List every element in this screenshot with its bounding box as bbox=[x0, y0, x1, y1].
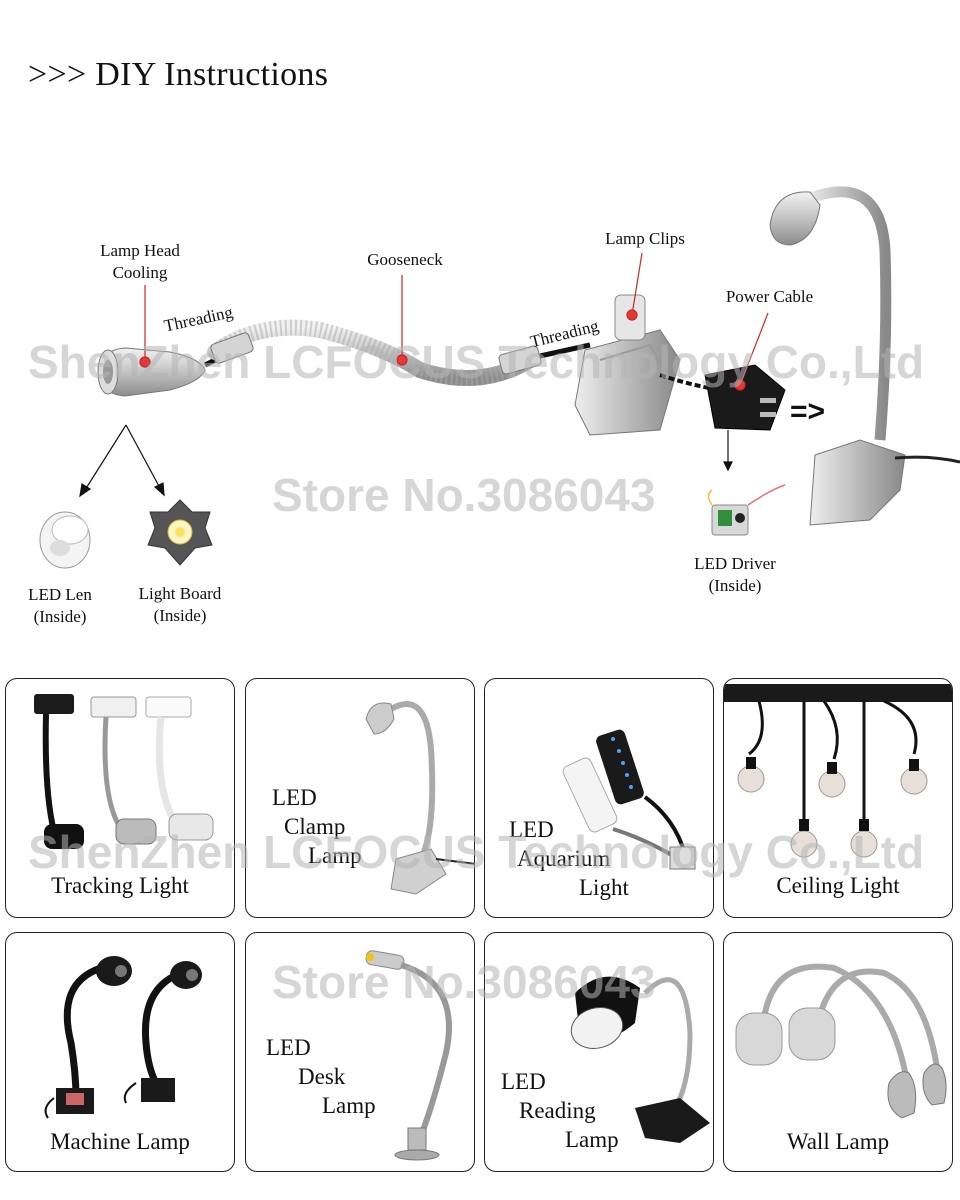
label-light-board: Light Board (Inside) bbox=[125, 583, 235, 627]
clamp-lamp-illustration bbox=[365, 701, 474, 895]
card-clamp-lamp: LED Clamp Lamp bbox=[245, 678, 475, 918]
label-led-len: LED Len (Inside) bbox=[15, 584, 105, 628]
assembled-clamp-lamp bbox=[769, 186, 960, 526]
card-desk-lamp: LED Desk Lamp bbox=[245, 932, 475, 1172]
lamp-head bbox=[97, 347, 206, 397]
reading-lamp-line1: LED bbox=[501, 1069, 546, 1094]
page-title: >>> DIY Instructions bbox=[28, 56, 329, 93]
led-driver-subtitle: (Inside) bbox=[708, 576, 762, 595]
light-board-title: Light Board bbox=[138, 584, 222, 603]
wall-lamp-illustration bbox=[735, 963, 947, 1119]
led-lens bbox=[39, 511, 91, 569]
desk-lamp-line3: Lamp bbox=[322, 1093, 376, 1118]
clamp-lamp-line3: Lamp bbox=[308, 843, 362, 868]
card-wall-lamp: Wall Lamp bbox=[723, 932, 953, 1172]
aquarium-light-illustration bbox=[562, 729, 696, 870]
machine-lamp-illustration bbox=[44, 956, 202, 1119]
power-adapter bbox=[704, 364, 786, 431]
label-led-driver: LED Driver (Inside) bbox=[680, 553, 790, 597]
callout-lines bbox=[139, 252, 769, 391]
clamp-lamp-label: LED Clamp Lamp bbox=[272, 783, 362, 870]
card-aquarium-light: LED Aquarium Light bbox=[484, 678, 714, 918]
machine-lamp-label: Machine Lamp bbox=[50, 1129, 190, 1154]
light-board-subtitle: (Inside) bbox=[153, 606, 207, 625]
reading-lamp-line2: Reading bbox=[519, 1098, 596, 1123]
card-reading-lamp: LED Reading Lamp bbox=[484, 932, 714, 1172]
desk-lamp-line2: Desk bbox=[298, 1064, 346, 1089]
reading-lamp-label: LED Reading Lamp bbox=[501, 1067, 619, 1154]
reading-lamp-line3: Lamp bbox=[565, 1127, 619, 1152]
card-ceiling-light: Ceiling Light bbox=[723, 678, 953, 918]
assembly-arrow: => bbox=[790, 395, 826, 428]
led-driver-title: LED Driver bbox=[694, 554, 776, 573]
tracking-light-illustration bbox=[34, 694, 214, 849]
card-machine-lamp: Machine Lamp bbox=[5, 932, 235, 1172]
label-lamp-clips: Lamp Clips bbox=[605, 229, 685, 248]
led-len-subtitle: (Inside) bbox=[33, 607, 87, 626]
label-lamp-head-cooling: Lamp Head Cooling bbox=[100, 241, 180, 282]
card-tracking-light: Tracking Light bbox=[5, 678, 235, 918]
clamp-lamp-line2: Clamp bbox=[284, 814, 346, 839]
ceiling-light-label: Ceiling Light bbox=[776, 873, 900, 898]
aquarium-line2: Aquarium bbox=[517, 846, 611, 871]
aquarium-light-label: LED Aquarium Light bbox=[509, 815, 629, 902]
ceiling-light-illustration bbox=[724, 684, 952, 858]
desk-lamp-line1: LED bbox=[266, 1035, 311, 1060]
desk-lamp-label: LED Desk Lamp bbox=[266, 1033, 376, 1120]
diy-diagram bbox=[39, 186, 960, 569]
led-driver bbox=[707, 484, 786, 536]
component-arrows bbox=[79, 424, 733, 498]
light-board bbox=[147, 499, 213, 566]
aquarium-line3: Light bbox=[579, 875, 629, 900]
label-gooseneck: Gooseneck bbox=[367, 250, 443, 269]
aquarium-line1: LED bbox=[509, 817, 554, 842]
label-power-cable: Power Cable bbox=[725, 287, 814, 306]
reading-lamp-illustration bbox=[570, 976, 710, 1143]
led-len-title: LED Len bbox=[28, 585, 92, 604]
desk-lamp-illustration bbox=[365, 950, 452, 1161]
clamp-lamp-line1: LED bbox=[272, 785, 317, 810]
tracking-light-label: Tracking Light bbox=[51, 873, 189, 898]
wall-lamp-label: Wall Lamp bbox=[786, 1129, 890, 1154]
